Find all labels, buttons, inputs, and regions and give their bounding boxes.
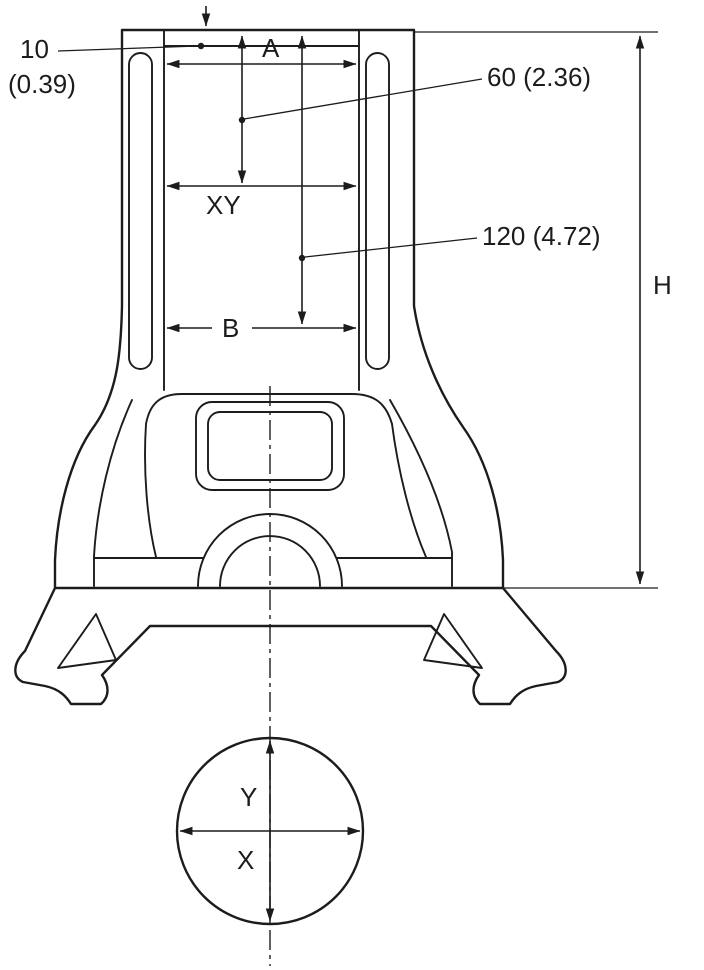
front-panel-left-edge <box>144 423 157 558</box>
stand-body <box>14 28 567 706</box>
shank-circle <box>175 736 365 926</box>
dim60-leader-line <box>243 78 483 120</box>
dim120-leader-line <box>304 237 478 258</box>
shank-circle-detail: Y X <box>175 736 365 926</box>
right-wall-slot <box>365 52 390 370</box>
dim120-reference-dot <box>298 254 306 262</box>
x-dimension-label: X <box>237 845 254 875</box>
right-leg-cutout <box>423 613 483 669</box>
y-dimension-label: Y <box>240 782 257 812</box>
front-panel-right-edge <box>391 423 427 558</box>
base-top-edge <box>145 393 393 425</box>
xy-dimension-label: XY <box>206 190 241 220</box>
left-flare-rib <box>93 399 133 587</box>
left-leg-cutout <box>57 613 117 669</box>
h-dimension-label: H <box>653 270 672 300</box>
b-dimension-label: B <box>222 313 239 343</box>
dim10-label: 10 <box>20 34 49 64</box>
right-flare-rib <box>389 399 453 587</box>
dim120-label: 120 (4.72) <box>482 221 601 251</box>
dim60-reference-dot <box>238 116 246 124</box>
dim10-inch-label: (0.39) <box>8 69 76 99</box>
a-dimension-label: A <box>262 33 280 63</box>
dim10-leader-line <box>57 45 199 52</box>
left-wall-slot <box>128 52 153 370</box>
dim10-reference-dot <box>197 42 205 50</box>
dim60-label: 60 (2.36) <box>487 62 591 92</box>
stand-silhouette <box>14 28 567 706</box>
dimensions: H A XY B 60 (2.36) 120 (4.72) <box>8 6 672 589</box>
